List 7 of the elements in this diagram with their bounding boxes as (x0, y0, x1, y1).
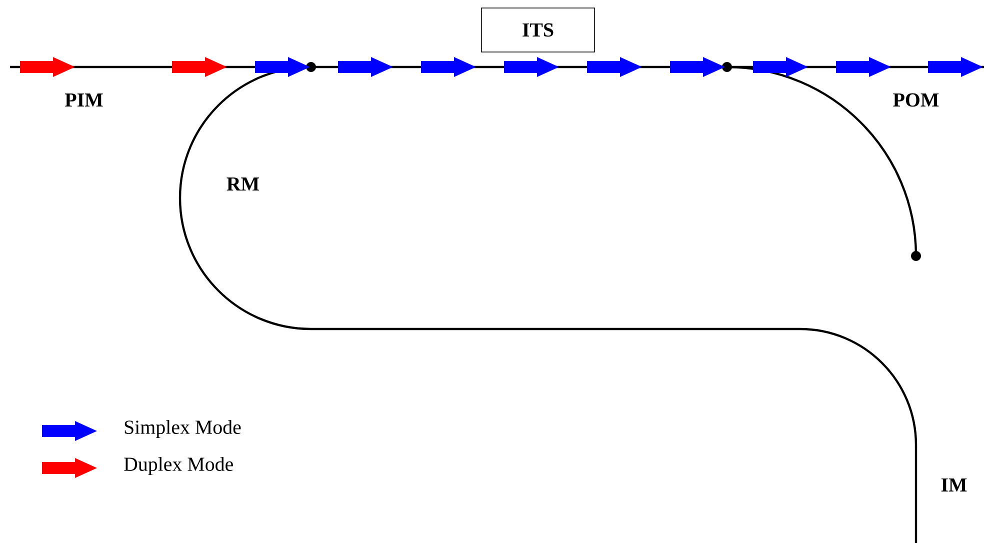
label-box: ITS (481, 8, 595, 52)
legend-text: Simplex Mode (124, 420, 241, 438)
legend-text: Duplex Mode (124, 456, 233, 476)
track-label: RM (226, 177, 260, 191)
track-label: POM (893, 93, 939, 107)
track-label: IM (941, 478, 967, 492)
track-label: PIM (64, 93, 103, 107)
